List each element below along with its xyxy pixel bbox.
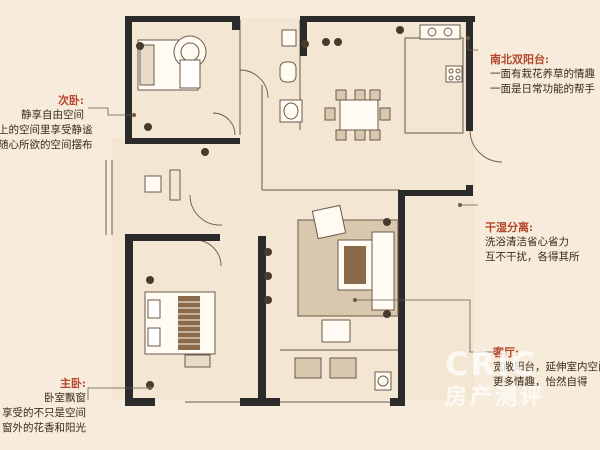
- annotation-line: 享受的不只是空间: [2, 407, 86, 419]
- annotation-title: 干湿分离:: [485, 221, 534, 234]
- kitchen: [419, 24, 463, 83]
- annotation-line: 卧室飘窗: [44, 392, 86, 404]
- annotation-line: 更多情趣，怡然自得: [493, 376, 588, 388]
- annotation-bathroom: 干湿分离: 洗浴清洁省心省力 互不干扰，各得其所: [485, 220, 580, 265]
- dining-set: [324, 89, 391, 141]
- leader-dots: [132, 36, 470, 390]
- annotation-title: 客厅:: [493, 346, 520, 359]
- balcony-chairs: [294, 357, 392, 391]
- annotation-title: 主卧:: [59, 377, 86, 390]
- annotation-line: 一面是日常功能的帮手: [490, 83, 595, 95]
- bathroom-fixtures: [279, 29, 303, 123]
- annotation-line: 洗浴清洁省心省力: [485, 236, 569, 248]
- annotation-balcony: 南北双阳台: 一面有栽花养草的情趣 一面是日常功能的帮手: [490, 52, 595, 97]
- annotation-line: 宽敞阳台，延伸室内空间: [493, 361, 600, 373]
- walls: [125, 16, 475, 406]
- annotation-master-bedroom: 主卧: 卧室飘窗 享受的不只是空间 窗外的花香和阳光: [0, 376, 86, 436]
- annotation-title: 次卧:: [57, 94, 84, 107]
- watermark: CRIC 房产测评: [445, 345, 545, 411]
- second-bed: [137, 35, 207, 91]
- plant-decorations: [136, 26, 404, 389]
- annotation-line: 随心所欲的空间摆布: [0, 139, 93, 151]
- annotation-line: 上的空间里享受静谧: [0, 124, 93, 136]
- annotation-second-bedroom: 次卧: 静享自由空间 上的空间里享受静谧 随心所欲的空间摆布: [0, 93, 93, 153]
- study-desk: [144, 175, 162, 193]
- watermark-logo: CRIC: [445, 345, 537, 383]
- annotation-line: 一面有栽花养草的情趣: [490, 68, 595, 80]
- leader-lines: [87, 38, 495, 400]
- annotation-line: 静享自由空间: [21, 109, 84, 121]
- annotation-line: 窗外的花香和阳光: [2, 422, 86, 434]
- annotation-title: 南北双阳台:: [490, 53, 550, 66]
- annotation-line: 互不干扰，各得其所: [485, 251, 580, 263]
- master-bed: [144, 291, 216, 368]
- annotation-living-room: 客厅: 宽敞阳台，延伸室内空间 更多情趣，怡然自得: [493, 345, 600, 390]
- watermark-text: 房产测评: [445, 385, 546, 410]
